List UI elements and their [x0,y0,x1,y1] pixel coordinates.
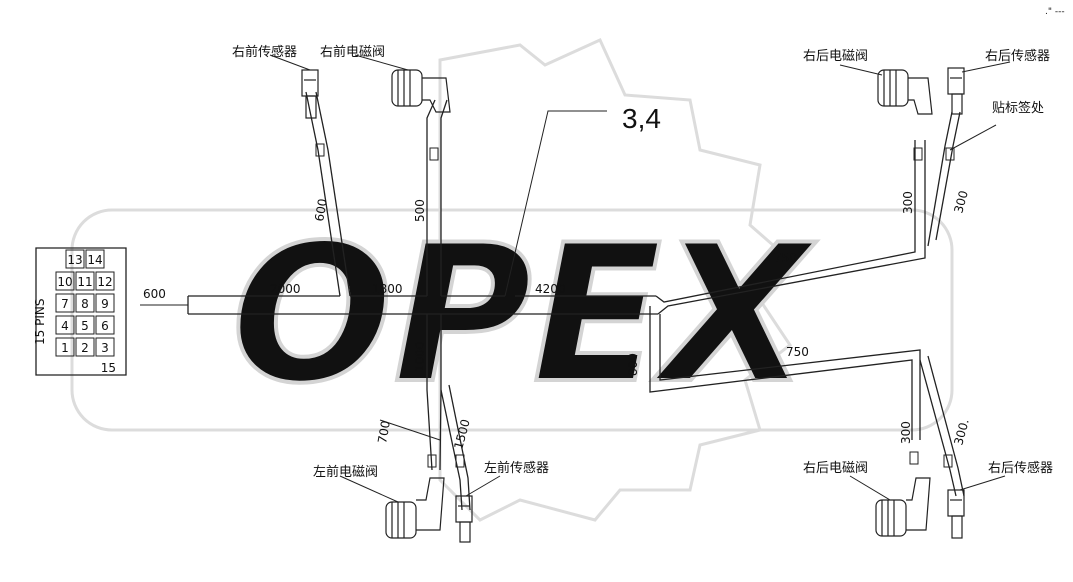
connector-pin-number: 10 [57,275,72,289]
components-drawing [301,67,965,543]
harness-wires [140,91,965,511]
tie-marker [943,454,953,468]
tie-marker [427,454,437,468]
connector-pin-cell [95,337,115,357]
right-rear-valve-plug-bottom [875,477,931,537]
connector-pin-cell [95,271,115,291]
connector-pin-cell [65,249,85,269]
dim-4200: 4200 [535,282,566,296]
dim-300-b: 300 [951,189,970,215]
label-right-rear-valve-bottom: 右后电磁阀 [803,461,868,476]
connector-pin-number: 15 [101,361,116,375]
connector-label: 15 PINS [33,299,47,345]
tie-marker [945,147,955,161]
left-front-sensor-plug [455,495,473,543]
dim-750-top: 750 [774,251,797,265]
tie-marker [909,451,919,465]
connector-pin-number: 12 [97,275,112,289]
right-rear-sensor-plug-top [947,67,965,115]
label-right-rear-sensor-bottom: 右后传感器 [988,460,1053,476]
connector-pin-number: 3 [101,341,109,355]
connector-pin-cell [75,337,95,357]
corner-mark: ." --- [1045,7,1065,17]
right-front-sensor-plug [301,69,319,119]
watermark-frame [70,208,954,432]
connector-pin-cell [55,337,75,357]
label-marker-location: 贴标签处 [992,100,1044,116]
tie-marker [315,143,325,157]
connector-pin-number: 8 [81,297,89,311]
leader-lines [269,54,1011,503]
connector-pin-number: 1 [61,341,69,355]
right-rear-valve-plug-top [877,69,933,115]
connector-pin-cell [75,271,95,291]
connector-pin-number: 13 [67,253,82,267]
connector-pin-cell [85,249,105,269]
dim-1800: 1800 [372,282,403,296]
dim-750-bottom: 750 [786,345,809,359]
component-labels: 右前传感器 右前电磁阀 右后电磁阀 右后传感器 贴标签处 左前电磁阀 左前传感器… [232,44,1053,480]
connector-pin-number: 7 [61,297,69,311]
connector-pin-cell [75,293,95,313]
tie-marker [429,147,439,161]
connector-pin-cell [95,293,115,313]
connector-pin-number: 6 [101,319,109,333]
connector-pin-cell [95,315,115,335]
left-front-valve-plug [385,477,445,539]
connector-pin-cell [55,315,75,335]
connector-pin-number: 2 [81,341,89,355]
dim-700: 700 [375,420,393,445]
watermark-gear-shape [438,38,793,522]
tie-marker [455,454,465,468]
connector-body [35,247,127,376]
connector-pin-cell [55,293,75,313]
connector-pin-number: 9 [101,297,109,311]
dim-800: 800 [626,353,640,376]
label-left-front-valve: 左前电磁阀 [313,464,378,480]
connector-pin-cell [55,271,75,291]
tie-marker [913,147,923,161]
dim-300-a: 300 [901,191,915,214]
tie-markers [315,143,955,468]
connector-pin-cell [75,315,95,335]
dimension-labels: 600 2000 1800 4200 600 500 300 300 750 7… [143,189,972,451]
dim-300-c: 300 [899,421,913,444]
dim-2000: 2000 [270,282,301,296]
dim-600-main: 600 [143,287,166,301]
dim-500: 500 [413,199,427,222]
label-right-rear-sensor-top: 右后传感器 [985,48,1050,64]
label-left-front-sensor: 左前传感器 [484,460,549,476]
watermark [70,38,954,522]
connector-pin-number: 14 [87,253,102,267]
right-rear-sensor-plug-bottom [947,489,965,539]
label-right-front-valve: 右前电磁阀 [320,44,385,60]
dim-300-d: 300. [951,417,971,446]
label-right-rear-valve-top: 右后电磁阀 [803,49,868,64]
label-right-front-sensor: 右前传感器 [232,44,297,60]
connector-pin-number: 11 [77,275,92,289]
connector-pin-number: 4 [61,319,69,333]
dim-600-branch: 600 [312,198,330,223]
dim-1000: 1000 [413,341,427,372]
callout-label: 3,4 [622,103,661,134]
connector-pin-number: 5 [81,319,89,333]
